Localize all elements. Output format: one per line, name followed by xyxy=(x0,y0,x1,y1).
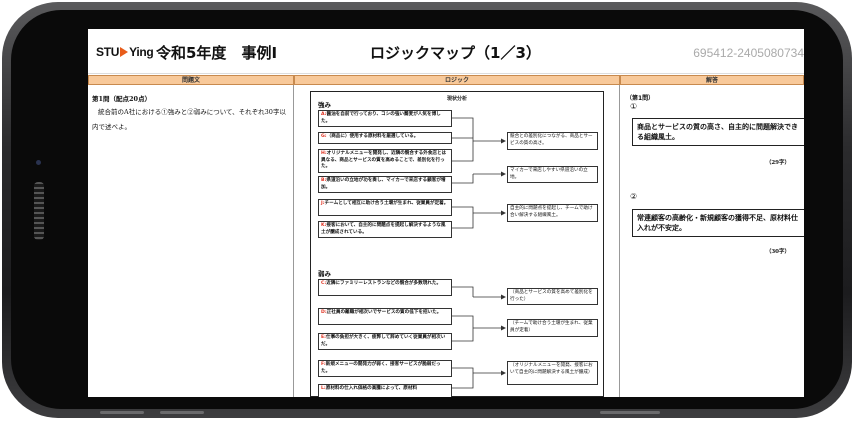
exam-title: 令和5年度 事例I xyxy=(156,44,278,62)
answer-char-count: （30字） xyxy=(765,249,790,255)
answer-char-count: （29字） xyxy=(765,160,790,166)
strength-item: K:接客において、自主的に問題点を提起し解決するような風土が醸成されている。 xyxy=(318,221,452,238)
weakness-item: C:近隣にファミリーレストランなどの競合が多数現れた。 xyxy=(318,279,452,296)
situation-analysis-label: 現状分析 xyxy=(446,96,467,102)
weakness-result: （チームで助け合う土壌が生まれ、従業員が定着） xyxy=(507,319,598,337)
weakness-result: （オリジナルメニューを開発、接客において自主的に問題解決する風土が醸成） xyxy=(507,361,598,385)
power-button xyxy=(600,411,660,414)
column-header-logic: ロジック xyxy=(294,75,620,85)
logic-column: 現状分析 強み A:醤油を自前で行っており、コシの強い蕎麦が人気を博した。 G:… xyxy=(294,85,620,397)
play-triangle-icon xyxy=(120,47,129,57)
strength-item: H:オリジナルメニューを開発し、近隣の競合する外食店とは異なる、商品とサービスの… xyxy=(318,149,452,173)
question-text: 統合前のA社における①強みと②弱みについて、それぞれ30字以内で述べよ。 xyxy=(92,108,286,131)
answer-box: 商品とサービスの質の高さ、自主的に問題解決できる組織風土。 xyxy=(632,118,804,146)
weakness-item: E:仕事の負担が大きく、疲弊して辞めていく従業員が相次いだ。 xyxy=(318,333,452,350)
strength-item: B:県道沿いの立地が功を奏し、マイカーで来店する顧客が増加。 xyxy=(318,176,452,193)
strength-result: 自主的に問題点を提起し、チームで助け合い解決する組織風土。 xyxy=(507,204,598,222)
strength-item: A:醤油を自前で行っており、コシの強い蕎麦が人気を博した。 xyxy=(318,110,452,127)
strength-result: マイカーで来店しやすい県道沿いの立地。 xyxy=(507,166,598,183)
question-column: 第1問（配点20点） 統合前のA社における①強みと②弱みについて、それぞれ30字… xyxy=(88,85,294,397)
weakness-item: L:原材料の仕入れ価格の高騰によって、原材料 xyxy=(318,384,452,397)
volume-button xyxy=(160,411,204,414)
logic-connectors xyxy=(452,117,506,389)
strength-item: G:（商品に）使用する原材料を厳選している。 xyxy=(318,132,452,144)
answer-marker: ② xyxy=(630,192,638,201)
answer-marker: ① xyxy=(630,102,638,111)
strengths-label: 強み xyxy=(318,101,331,109)
weakness-result: （商品とサービスの質を高めて差別化を行った） xyxy=(507,288,598,305)
weakness-item: F:新規メニューの開発力が弱く、接客サービスが脆弱だった。 xyxy=(318,360,452,377)
logic-map: 現状分析 強み A:醤油を自前で行っており、コシの強い蕎麦が人気を博した。 G:… xyxy=(310,91,604,397)
answer-heading: （第1問） xyxy=(626,95,655,102)
document-id: 695412-2405080734 xyxy=(693,46,804,60)
column-header-answer: 解答 xyxy=(620,75,804,85)
column-header-question: 問題文 xyxy=(88,75,294,85)
weakness-item: D:正社員の離職が相次いでサービスの質の低下を招いた。 xyxy=(318,308,452,325)
page-title: ロジックマップ（1／3） xyxy=(370,44,541,62)
question-title: 第1問（配点20点） xyxy=(92,95,152,103)
weaknesses-label: 弱み xyxy=(318,270,331,278)
speaker-grille xyxy=(34,182,44,240)
front-camera xyxy=(36,160,41,165)
answer-box: 常連顧客の高齢化・新規顧客の獲得不足、原材料仕入れが不安定。 xyxy=(632,209,804,237)
answer-column: （第1問） ① 商品とサービスの質の高さ、自主的に問題解決できる組織風土。 （2… xyxy=(620,85,804,397)
volume-button xyxy=(100,411,144,414)
strength-item: J:チームとして相互に助け合う土壌が生まれ、従業員が定着。 xyxy=(318,199,452,216)
strength-result: 競合との差別化につながる、商品とサービスの質の高さ。 xyxy=(507,132,598,150)
